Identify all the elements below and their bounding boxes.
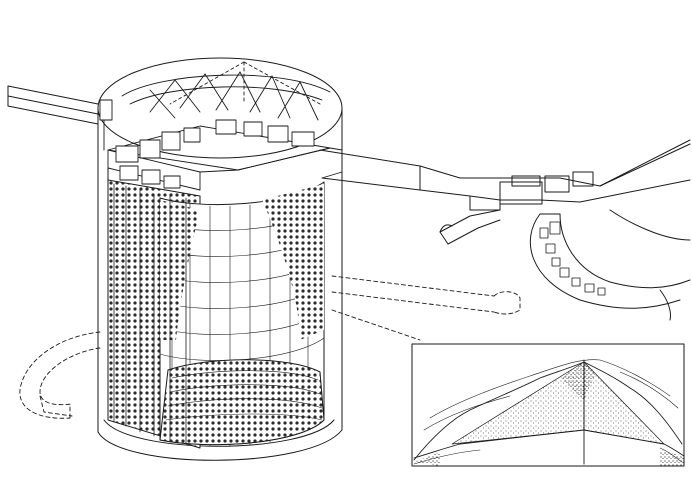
left-access-tunnel [7, 85, 99, 125]
inner-detector-array [107, 167, 325, 449]
inset-mountain-section [411, 343, 685, 467]
dashed-side-tunnel [331, 275, 521, 341]
dashed-bottom-left-tunnel [19, 331, 101, 419]
dome-truss [121, 61, 331, 121]
right-access-tunnel [319, 139, 691, 321]
top-deck-equipment [99, 99, 343, 191]
